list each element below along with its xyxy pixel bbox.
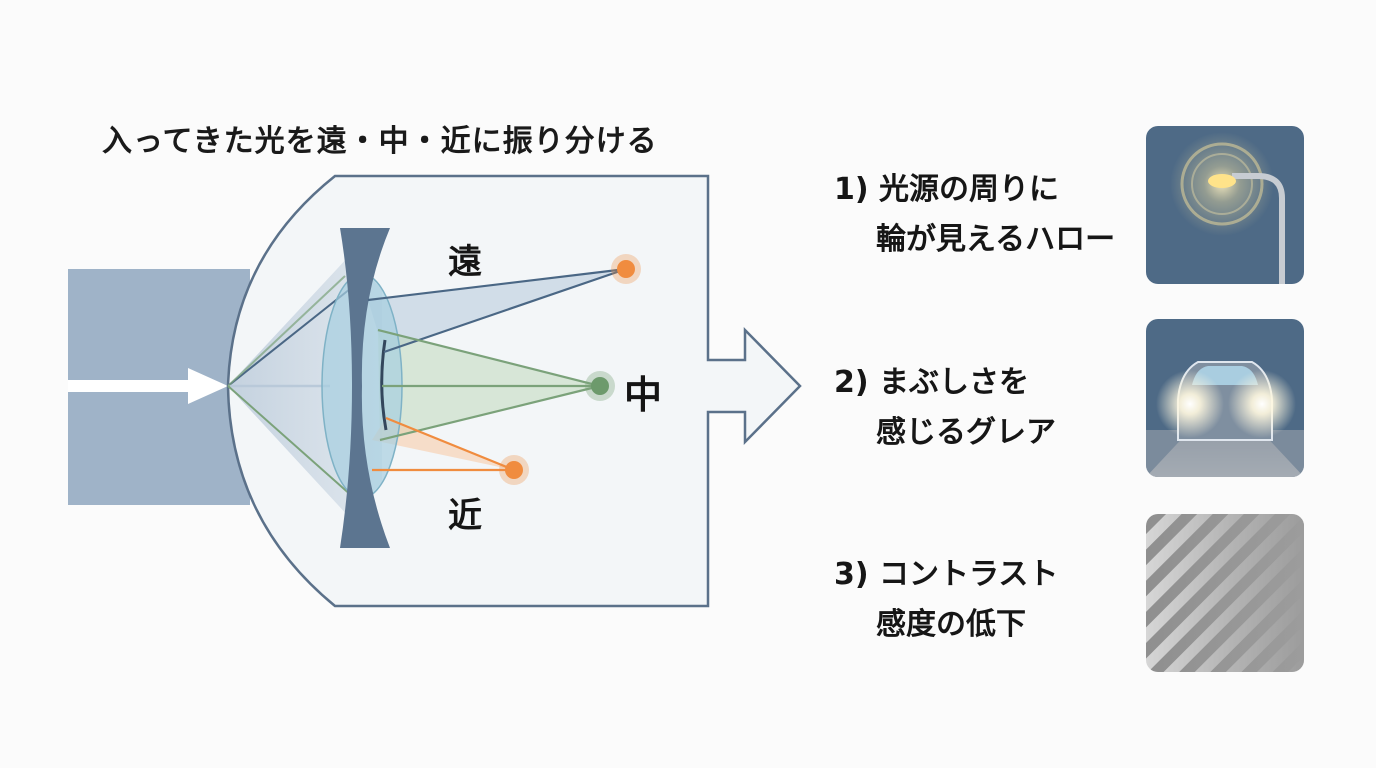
focus-point-near — [499, 455, 529, 485]
effect-glare-line2: 感じるグレア — [876, 415, 1056, 450]
faded-stripes-contrast-icon — [1146, 514, 1304, 672]
effect-glare: 2) まぶしさを 感じるグレア — [834, 358, 1056, 458]
focus-point-mid — [585, 371, 615, 401]
streetlight-halo-icon — [1146, 126, 1304, 284]
mid-focus-label: 中 — [624, 373, 663, 417]
incoming-light-beam — [68, 269, 250, 505]
effect-contrast: 3) コントラスト 感度の低下 — [834, 550, 1058, 650]
car-headlight-glare-icon — [1146, 319, 1304, 477]
effect-halo-line1: 1) 光源の周りに — [834, 172, 1060, 207]
near-rays — [372, 416, 515, 472]
effect-contrast-line1: 3) コントラスト — [834, 557, 1059, 592]
effect-contrast-line2: 感度の低下 — [876, 607, 1026, 642]
entry-rays — [227, 275, 356, 497]
effect-glare-line1: 2) まぶしさを — [834, 365, 1030, 400]
near-focus-label: 近 — [448, 496, 482, 536]
light-direction-arrow-icon — [188, 368, 228, 404]
effect-halo-line2: 輪が見えるハロー — [876, 222, 1116, 257]
far-focus-label: 遠 — [448, 242, 482, 282]
diagram-title: 入ってきた光を遠・中・近に振り分ける — [102, 124, 658, 159]
far-rays — [367, 267, 627, 354]
focus-point-far — [611, 254, 641, 284]
effect-halo: 1) 光源の周りに 輪が見えるハロー — [834, 165, 1115, 265]
